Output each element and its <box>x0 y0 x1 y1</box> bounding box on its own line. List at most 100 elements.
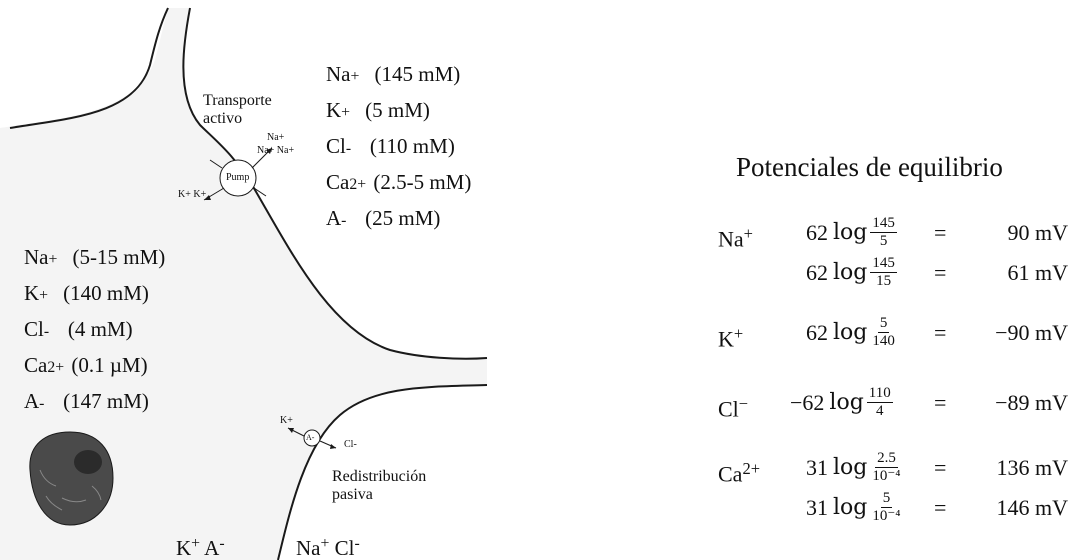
eq-equals: = <box>934 495 947 520</box>
extracellular-row: K+ (5 mM) <box>326 100 471 136</box>
nucleus-texture-2 <box>61 497 87 503</box>
eq-ion-label: K+ <box>718 324 743 352</box>
eq-ion-symbol: Na <box>718 226 744 252</box>
nucleolus <box>74 450 102 474</box>
intracellular-conc: (5-15 mM) <box>72 245 166 269</box>
eq-ion-charge: + <box>733 324 744 343</box>
eq-log: log <box>833 319 868 345</box>
extracellular-ion: Cl <box>326 134 346 158</box>
bottom-k-charge: + <box>191 535 201 552</box>
eq-numerator: 145 <box>870 215 897 233</box>
pump-na-top-label: Na+ <box>267 132 285 143</box>
transport-active-label: Transporte activo <box>203 92 272 127</box>
eq-equals: = <box>934 260 947 285</box>
eq-result: 90 mV <box>1007 220 1069 245</box>
eq-coefficient: 31 <box>806 494 828 520</box>
membrane-lower <box>277 384 488 560</box>
eq-denominator: 10⁻⁴ <box>872 508 901 524</box>
channel-arrow-cl-head <box>330 444 336 449</box>
eq-equals: = <box>934 455 947 480</box>
eq-result: 136 mV <box>996 455 1069 480</box>
eq-result: 61 mV <box>1007 260 1069 285</box>
bottom-a-charge: - <box>219 535 225 552</box>
eq-denominator: 4 <box>876 403 884 419</box>
intracellular-row: A-(147 mM) <box>24 391 165 427</box>
pump-circle <box>219 159 257 197</box>
eq-denominator: 5 <box>879 233 888 249</box>
bottom-cl-charge: - <box>354 535 360 552</box>
nucleus-texture-3 <box>45 495 63 511</box>
intracellular-ion: Cl <box>24 317 44 341</box>
intracellular-ion: K <box>24 281 40 305</box>
bottom-right-ions: Na+ Cl- <box>296 536 360 559</box>
extracellular-ion: K <box>326 98 342 122</box>
channel-anion-label: A- <box>306 433 315 442</box>
eq-result: 146 mV <box>996 495 1069 520</box>
intracellular-conc: (147 mM) <box>63 389 149 413</box>
eq-log: log <box>833 259 868 285</box>
eq-denominator: 10⁻⁴ <box>872 468 901 484</box>
transport-label-line-1: Transporte <box>203 92 272 109</box>
pump-k-label: K+ K+ <box>178 189 207 200</box>
eq-denominator: 140 <box>872 333 895 349</box>
eq-coefficient: 62 <box>806 219 828 245</box>
bottom-cl-label: Cl <box>334 536 355 560</box>
extracellular-charge: + <box>341 104 351 121</box>
eq-coefficient: 31 <box>806 454 828 480</box>
eq-ion-label: Ca2+ <box>718 459 760 487</box>
intracellular-charge: + <box>39 287 49 304</box>
eq-numerator: 110 <box>866 385 893 403</box>
extracellular-charge: - <box>345 140 352 157</box>
extracellular-row: Na+(145 mM) <box>326 64 471 100</box>
eq-numerator: 5 <box>877 315 890 333</box>
pump-arrow-out-head <box>266 148 272 154</box>
eq-coefficient: 62 <box>806 319 828 345</box>
eq-numerator: 2.5 <box>875 450 898 468</box>
extracellular-conc: (110 mM) <box>369 134 455 158</box>
eq-equals: = <box>934 390 947 415</box>
eq-numerator: 145 <box>870 255 897 273</box>
intracellular-row: K+(140 mM) <box>24 283 165 319</box>
eq-ion-label: Na+ <box>718 224 753 252</box>
intracellular-conc: (4 mM) <box>67 317 133 341</box>
bottom-k-label: K <box>176 536 192 560</box>
extracellular-conc: (145 mM) <box>374 62 461 86</box>
eq-ion-symbol: Ca <box>718 461 743 487</box>
bottom-na-label: Na <box>296 536 321 560</box>
eq-result: −90 mV <box>995 320 1068 345</box>
eq-ion-charge: − <box>738 394 749 413</box>
redistribution-line-2: pasiva <box>332 485 373 503</box>
anion-channel-circle <box>303 429 321 447</box>
intracellular-ion: Ca <box>24 353 48 377</box>
extracellular-charge: 2+ <box>349 176 367 193</box>
nucleus-texture-4 <box>91 485 102 501</box>
redistribution-line-1: Redistribución <box>332 468 427 485</box>
extracellular-ion: Na <box>326 62 351 86</box>
intracellular-ion: A <box>24 389 40 413</box>
intracellular-ion: Na <box>24 245 49 269</box>
eq-log: log <box>833 454 868 480</box>
eq-denominator: 15 <box>876 273 892 289</box>
extracellular-conc: (5 mM) <box>365 98 430 122</box>
extracellular-ion: A <box>326 206 342 230</box>
extracellular-conc: (2.5-5 mM) <box>373 170 472 194</box>
eq-equals: = <box>934 220 947 245</box>
eq-numerator: 5 <box>880 490 893 508</box>
pump-tick-down <box>253 187 267 197</box>
equilibrium-title: Potenciales de equilibrio <box>736 152 1003 182</box>
intracellular-conc: (0.1 µM) <box>71 353 148 377</box>
